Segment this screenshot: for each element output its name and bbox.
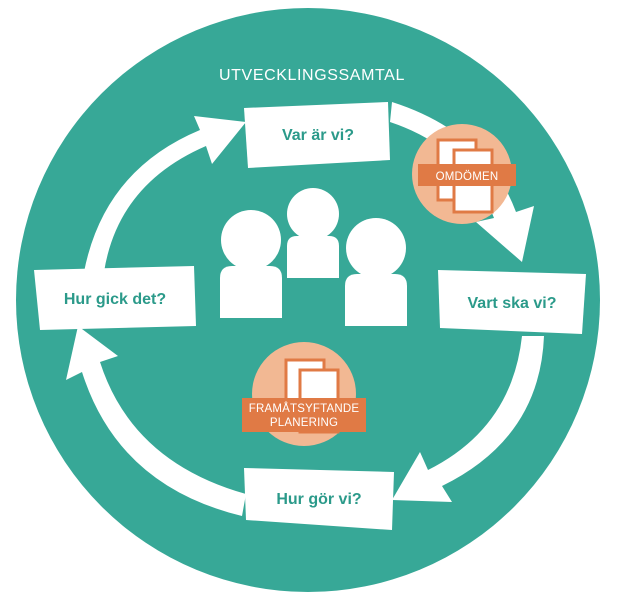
stage-label-right: Vart ska vi? bbox=[468, 295, 557, 312]
arrow-right-bottom bbox=[392, 336, 544, 502]
omdomen-badge: OMDÖMEN bbox=[412, 124, 516, 224]
people-group-icon bbox=[220, 188, 407, 326]
arrow-top-right bbox=[390, 102, 534, 262]
diagram-title: UTVECKLINGSSAMTAL bbox=[219, 67, 405, 84]
stage-box-left: Hur gick det? bbox=[34, 266, 196, 330]
stage-label-bottom: Hur gör vi? bbox=[276, 491, 361, 508]
stage-label-left: Hur gick det? bbox=[64, 291, 166, 308]
cycle-arrows bbox=[66, 102, 544, 516]
arrow-bottom-left bbox=[66, 326, 246, 516]
stage-label-top: Var är vi? bbox=[282, 127, 354, 144]
arrow-left-top bbox=[84, 116, 246, 272]
planning-banner bbox=[242, 398, 366, 432]
planning-label-line2: PLANERING bbox=[270, 417, 338, 429]
omdomen-banner bbox=[418, 164, 516, 186]
planning-badge: FRAMÅTSYFTANDE PLANERING bbox=[242, 342, 366, 446]
stage-box-bottom: Hur gör vi? bbox=[244, 468, 394, 530]
planning-label-line1: FRAMÅTSYFTANDE bbox=[249, 402, 360, 415]
stage-box-top: Var är vi? bbox=[244, 102, 390, 168]
stage-box-right: Vart ska vi? bbox=[438, 270, 586, 334]
omdomen-label: OMDÖMEN bbox=[436, 171, 499, 183]
